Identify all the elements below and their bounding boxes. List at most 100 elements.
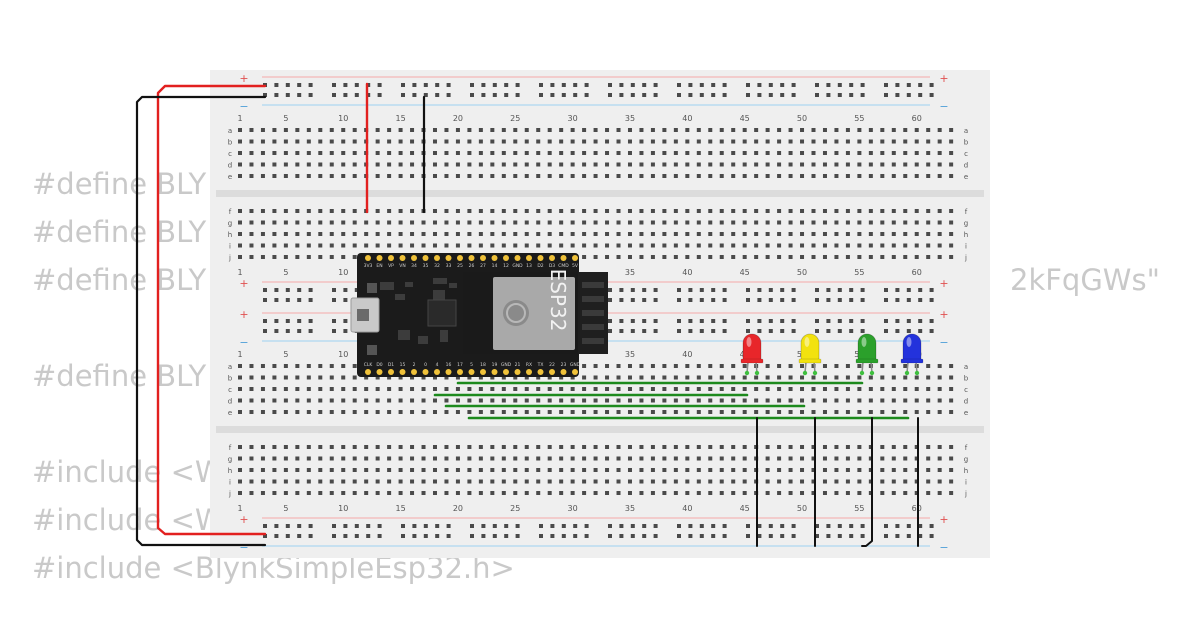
terminal-hole[interactable] <box>559 139 564 144</box>
terminal-hole[interactable] <box>788 491 793 495</box>
rail-hole[interactable] <box>884 319 888 323</box>
terminal-hole[interactable] <box>501 209 506 213</box>
wire-red-power[interactable] <box>156 84 267 536</box>
terminal-hole[interactable] <box>845 445 850 449</box>
terminal-hole[interactable] <box>765 456 770 461</box>
terminal-hole[interactable] <box>765 174 770 178</box>
terminal-hole[interactable] <box>845 456 850 461</box>
terminal-hole[interactable] <box>673 491 678 495</box>
terminal-hole[interactable] <box>283 456 288 461</box>
terminal-hole[interactable] <box>800 387 805 391</box>
terminal-hole[interactable] <box>754 232 759 236</box>
rail-hole[interactable] <box>515 93 520 97</box>
rail-hole[interactable] <box>849 319 854 323</box>
terminal-hole[interactable] <box>731 456 736 461</box>
rail-hole[interactable] <box>815 298 819 302</box>
terminal-hole[interactable] <box>272 255 277 259</box>
terminal-hole[interactable] <box>364 456 369 461</box>
terminal-hole[interactable] <box>387 139 392 144</box>
terminal-hole[interactable] <box>295 479 300 484</box>
terminal-hole[interactable] <box>937 209 942 213</box>
rail-hole[interactable] <box>504 83 509 87</box>
terminal-hole[interactable] <box>536 398 541 403</box>
terminal-hole[interactable] <box>478 174 483 178</box>
terminal-hole[interactable] <box>524 491 529 495</box>
terminal-hole[interactable] <box>800 375 805 380</box>
terminal-hole[interactable] <box>375 209 380 213</box>
rail-hole[interactable] <box>401 534 405 538</box>
rail-hole[interactable] <box>297 93 302 97</box>
terminal-hole[interactable] <box>490 456 495 461</box>
pin-header[interactable] <box>491 369 498 375</box>
terminal-hole[interactable] <box>455 410 460 414</box>
terminal-hole[interactable] <box>639 128 644 132</box>
terminal-hole[interactable] <box>341 456 346 461</box>
rail-hole[interactable] <box>343 288 348 292</box>
terminal-hole[interactable] <box>260 491 265 495</box>
rail-hole[interactable] <box>504 93 509 97</box>
terminal-hole[interactable] <box>444 162 449 167</box>
terminal-hole[interactable] <box>455 220 460 225</box>
terminal-hole[interactable] <box>306 364 311 368</box>
terminal-hole[interactable] <box>283 375 288 380</box>
terminal-hole[interactable] <box>926 151 931 155</box>
terminal-hole[interactable] <box>731 162 736 167</box>
rail-hole[interactable] <box>699 319 704 323</box>
rail-hole[interactable] <box>860 288 865 292</box>
terminal-hole[interactable] <box>375 232 380 236</box>
terminal-hole[interactable] <box>570 398 575 403</box>
terminal-hole[interactable] <box>754 209 759 213</box>
terminal-hole[interactable] <box>788 445 793 449</box>
terminal-hole[interactable] <box>283 468 288 472</box>
terminal-hole[interactable] <box>650 410 655 414</box>
terminal-hole[interactable] <box>352 468 357 472</box>
rail-hole[interactable] <box>826 319 831 323</box>
terminal-hole[interactable] <box>421 445 426 449</box>
terminal-hole[interactable] <box>387 151 392 155</box>
terminal-hole[interactable] <box>467 375 472 380</box>
terminal-hole[interactable] <box>685 139 690 144</box>
terminal-hole[interactable] <box>260 410 265 414</box>
terminal-hole[interactable] <box>559 128 564 132</box>
terminal-hole[interactable] <box>318 209 323 213</box>
terminal-hole[interactable] <box>650 220 655 225</box>
terminal-hole[interactable] <box>387 468 392 472</box>
terminal-hole[interactable] <box>845 162 850 167</box>
terminal-hole[interactable] <box>903 220 908 225</box>
rail-hole[interactable] <box>884 93 888 97</box>
rail-hole[interactable] <box>791 534 796 538</box>
terminal-hole[interactable] <box>329 410 334 414</box>
terminal-hole[interactable] <box>639 364 644 368</box>
terminal-hole[interactable] <box>295 491 300 495</box>
terminal-hole[interactable] <box>410 209 415 213</box>
pin-header[interactable] <box>549 255 555 261</box>
terminal-hole[interactable] <box>949 491 954 495</box>
terminal-hole[interactable] <box>788 479 793 484</box>
terminal-hole[interactable] <box>570 243 575 248</box>
rail-hole[interactable] <box>699 329 704 333</box>
terminal-hole[interactable] <box>719 375 724 380</box>
terminal-hole[interactable] <box>708 255 713 259</box>
rail-hole[interactable] <box>791 298 796 302</box>
terminal-hole[interactable] <box>708 364 713 368</box>
rail-hole[interactable] <box>263 524 267 528</box>
terminal-hole[interactable] <box>249 387 254 391</box>
terminal-hole[interactable] <box>467 468 472 472</box>
rail-hole[interactable] <box>274 524 279 528</box>
terminal-hole[interactable] <box>455 232 460 236</box>
rail-hole[interactable] <box>630 329 635 333</box>
terminal-hole[interactable] <box>306 162 311 167</box>
terminal-hole[interactable] <box>857 174 862 178</box>
terminal-hole[interactable] <box>673 364 678 368</box>
rail-hole[interactable] <box>699 534 704 538</box>
rail-hole[interactable] <box>366 83 371 87</box>
rail-hole[interactable] <box>470 93 474 97</box>
rail-hole[interactable] <box>653 83 658 87</box>
rail-hole[interactable] <box>515 534 520 538</box>
terminal-hole[interactable] <box>754 387 759 391</box>
terminal-hole[interactable] <box>398 220 403 225</box>
terminal-hole[interactable] <box>834 410 839 414</box>
terminal-hole[interactable] <box>524 456 529 461</box>
pin-header[interactable] <box>411 369 417 375</box>
